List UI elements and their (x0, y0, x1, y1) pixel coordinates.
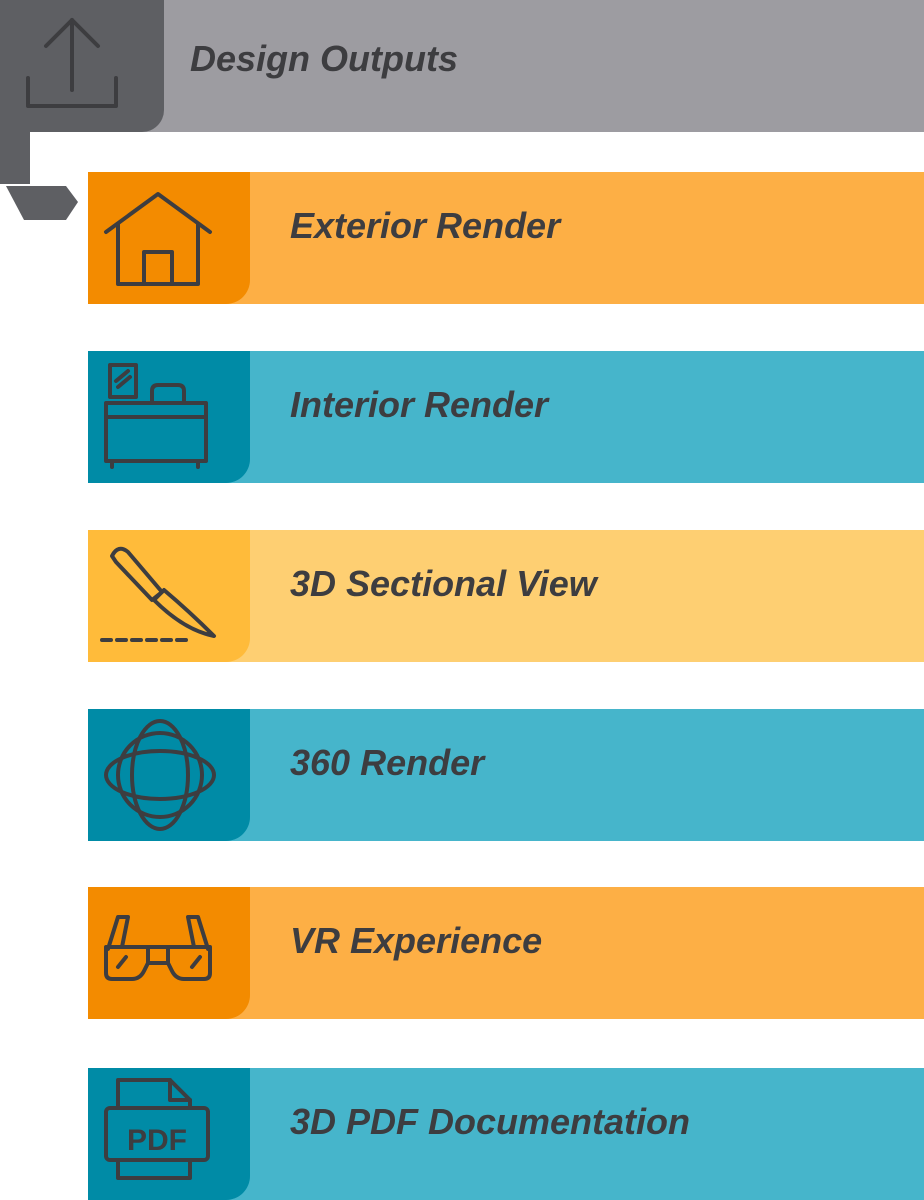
output-item-exterior-render: Exterior Render (88, 172, 924, 304)
row-icon-box (88, 172, 250, 304)
output-item-3d-pdf-documentation: PDF 3D PDF Documentation (88, 1068, 924, 1200)
pdf-icon-text: PDF (127, 1124, 187, 1157)
header-icon-box (0, 0, 164, 132)
house-icon (104, 192, 212, 286)
knife-icon (100, 546, 216, 642)
row-icon-box (88, 351, 250, 483)
vr-glasses-icon (104, 915, 212, 981)
row-icon-box: PDF (88, 1068, 250, 1200)
item-label: 360 Render (290, 742, 485, 783)
item-label: VR Experience (290, 920, 543, 961)
output-item-3d-sectional-view: 3D Sectional View (88, 530, 924, 662)
pdf-icon: PDF (104, 1078, 210, 1180)
output-item-360-render: 360 Render (88, 709, 924, 841)
item-label: Interior Render (290, 384, 549, 425)
row-icon-box (88, 887, 250, 1019)
desk-icon (104, 363, 208, 469)
row-icon-box (88, 530, 250, 662)
connector-arrow (0, 120, 78, 220)
orbit-icon (104, 719, 216, 831)
output-item-vr-experience: VR Experience (88, 887, 924, 1019)
item-label: Exterior Render (290, 205, 561, 246)
page-title: Design Outputs (190, 38, 458, 79)
item-label: 3D PDF Documentation (290, 1101, 691, 1142)
item-label: 3D Sectional View (290, 563, 597, 604)
output-item-interior-render: Interior Render (88, 351, 924, 483)
upload-icon (26, 18, 118, 108)
row-icon-box (88, 709, 250, 841)
